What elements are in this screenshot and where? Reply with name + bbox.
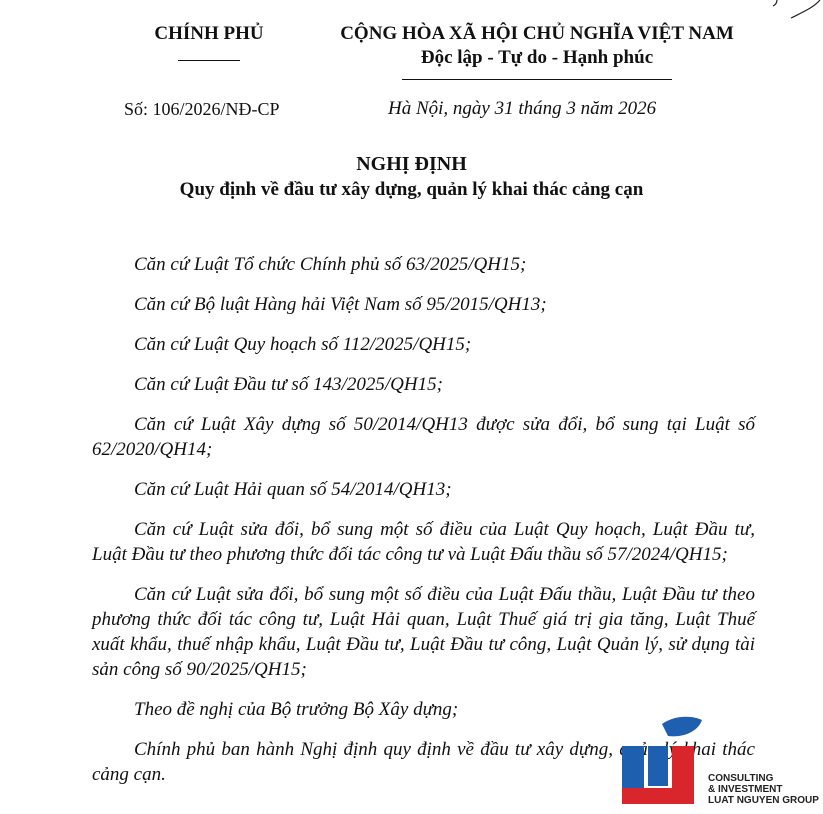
legal-basis-paragraph: Căn cứ Luật Đầu tư số 143/2025/QH15; [134,374,443,395]
proposal-paragraph: Theo đề nghị của Bộ trưởng Bộ Xây dựng; [134,699,459,720]
watermark-line-3: LUAT NGUYEN GROUP [708,795,819,806]
legal-basis-paragraph: Căn cứ Luật sửa đổi, bổ sung một số điều… [92,584,755,680]
document-subtitle: Quy định về đầu tư xây dựng, quản lý kha… [179,179,644,200]
watermark-logo: CONSULTING & INVESTMENT LUAT NGUYEN GROU… [620,716,823,814]
motto-underline [402,79,672,80]
watermark-text: CONSULTING & INVESTMENT LUAT NGUYEN GROU… [706,772,823,807]
document-number: Số: 106/2026/NĐ-CP [124,99,280,119]
national-header: CỘNG HÒA XÃ HỘI CHỦ NGHĨA VIỆT NAM Độc l… [330,22,744,70]
enactment-paragraph: Chính phủ ban hành Nghị định quy định về… [92,739,755,785]
national-motto: Độc lập - Tự do - Hạnh phúc [420,47,654,68]
country-name: CỘNG HÒA XÃ HỘI CHỦ NGHĨA VIỆT NAM [340,23,734,44]
legal-basis-paragraph: Căn cứ Luật Quy hoạch số 112/2025/QH15; [134,334,472,355]
luat-nguyen-logo-icon [622,716,702,804]
legal-basis-paragraph: Căn cứ Luật sửa đổi, bổ sung một số điều… [92,519,755,565]
document-title: NGHỊ ĐỊNH [356,153,467,175]
legal-basis-paragraph: Căn cứ Luật Tổ chức Chính phủ số 63/2025… [134,254,527,275]
watermark-line-2: & INVESTMENT [708,784,783,795]
legal-basis-paragraph: Căn cứ Luật Hải quan số 54/2014/QH13; [134,479,452,500]
handwritten-mark [772,0,821,19]
issuer-underline [178,60,240,61]
legal-basis-paragraph: Căn cứ Bộ luật Hàng hải Việt Nam số 95/2… [134,294,547,315]
issuer-name: CHÍNH PHỦ [154,23,264,44]
legal-basis-paragraph: Căn cứ Luật Xây dựng số 50/2014/QH13 đượ… [92,414,755,460]
watermark-line-1: CONSULTING [708,773,774,784]
document-body: Căn cứ Luật Tổ chức Chính phủ số 63/2025… [92,252,755,802]
place-date: Hà Nội, ngày 31 tháng 3 năm 2026 [388,98,657,119]
issuer-block: CHÍNH PHỦ [150,22,268,46]
